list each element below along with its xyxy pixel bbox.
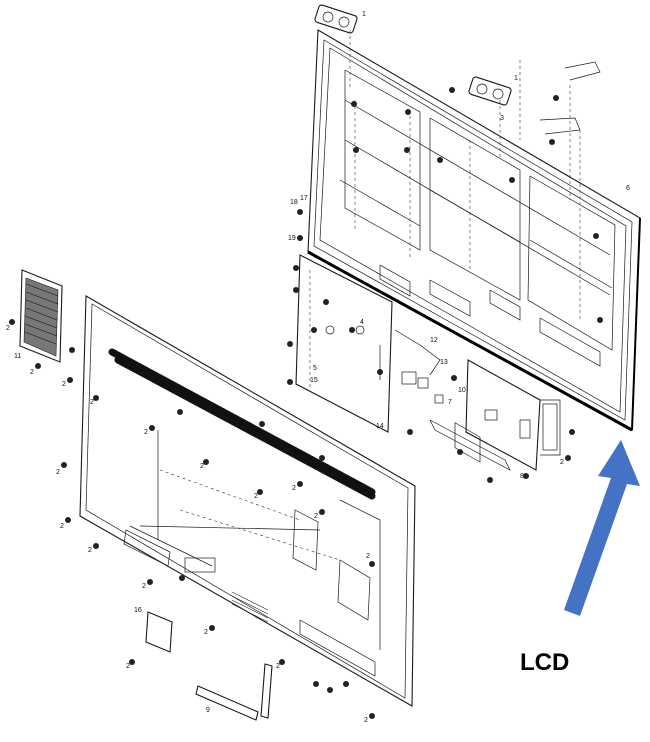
part-label: 2 bbox=[56, 469, 60, 476]
main-board bbox=[465, 359, 561, 471]
part-label: 19 bbox=[288, 235, 296, 242]
part-label: 13 bbox=[440, 359, 448, 366]
part-label: 2 bbox=[292, 485, 296, 492]
part-label: 2 bbox=[560, 459, 564, 466]
part-label: 2 bbox=[62, 381, 66, 388]
part-label: 2 bbox=[144, 429, 148, 436]
part-label: 5 bbox=[313, 365, 317, 372]
part-label: 15 bbox=[310, 377, 318, 384]
part-label: 2 bbox=[6, 325, 10, 332]
part-label: 12 bbox=[430, 337, 438, 344]
part-label: 2 bbox=[254, 493, 258, 500]
part-label: 2 bbox=[90, 399, 94, 406]
speaker-top-left bbox=[314, 4, 358, 34]
cable-assembly bbox=[394, 329, 511, 471]
lcd-panel-chassis bbox=[307, 4, 641, 463]
part-number-labels: 1 1 2 3 4 5 6 7 8 9 10 11 12 13 14 15 16… bbox=[6, 11, 630, 724]
part-label: 4 bbox=[360, 319, 364, 326]
rear-cover bbox=[79, 295, 416, 707]
stand-bracket bbox=[195, 663, 273, 721]
part-label: 2 bbox=[364, 717, 368, 724]
part-label: 7 bbox=[448, 399, 452, 406]
part-label: 17 bbox=[300, 195, 308, 202]
part-label: 16 bbox=[134, 607, 142, 614]
part-label: 1 bbox=[362, 11, 366, 18]
screws bbox=[9, 87, 603, 719]
speaker-top-right bbox=[468, 76, 512, 106]
part-label: 2 bbox=[276, 663, 280, 670]
lcd-label: LCD bbox=[520, 649, 569, 676]
part-label: 1 bbox=[514, 75, 518, 82]
part-label: 2 bbox=[314, 513, 318, 520]
terminal-cover bbox=[145, 611, 173, 653]
callout-arrow bbox=[564, 440, 640, 616]
part-label: 10 bbox=[458, 387, 466, 394]
part-label: 2 bbox=[200, 463, 204, 470]
speaker-grille bbox=[19, 269, 63, 363]
part-label: 2 bbox=[366, 553, 370, 560]
part-label: 9 bbox=[206, 707, 210, 714]
part-label: 14 bbox=[376, 423, 384, 430]
part-label: 11 bbox=[14, 353, 21, 360]
part-label: 18 bbox=[290, 199, 298, 206]
part-label: 3 bbox=[500, 115, 504, 122]
part-label: 2 bbox=[30, 369, 34, 376]
part-label: 6 bbox=[626, 185, 630, 192]
part-label: 2 bbox=[142, 583, 146, 590]
part-label: 2 bbox=[126, 663, 130, 670]
part-label: 2 bbox=[204, 629, 208, 636]
part-label: 2 bbox=[88, 547, 92, 554]
part-label: 8 bbox=[520, 473, 524, 480]
part-label: 2 bbox=[60, 523, 64, 530]
lcd-callout: LCD bbox=[520, 440, 640, 676]
